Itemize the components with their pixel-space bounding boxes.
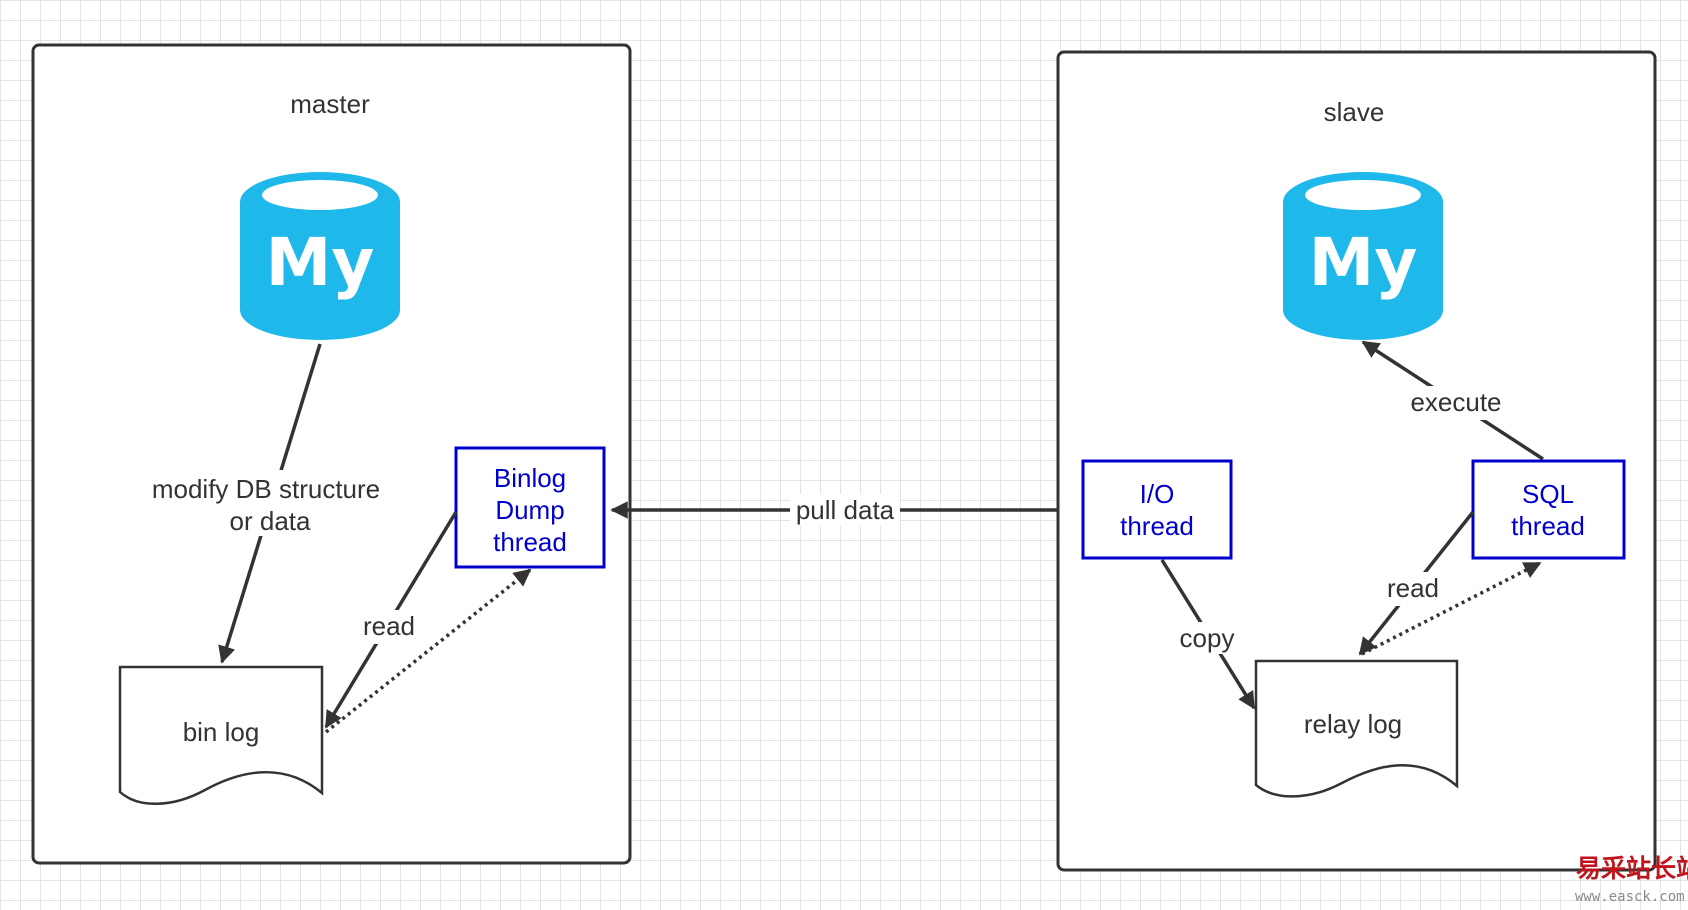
slave-title: slave (1324, 97, 1385, 127)
edge-pull-label-bg (790, 494, 900, 526)
binlog-document[interactable] (118, 665, 324, 805)
sql-thread-line1: SQL (1522, 479, 1574, 509)
watermark-title: 易采站长站 (1576, 854, 1688, 883)
edge-modify-label-bg (140, 470, 390, 536)
dump-thread-line1: Binlog (494, 463, 566, 493)
slave-mysql-db-icon[interactable]: My (1283, 172, 1443, 340)
dump-thread-line2: Dump (495, 495, 564, 525)
sql-thread-line2: thread (1511, 511, 1585, 541)
io-thread-line2: thread (1120, 511, 1194, 541)
dump-thread-line3: thread (493, 527, 567, 557)
sql-thread-box[interactable] (1471, 459, 1626, 560)
edge-slave-read-label-bg (1382, 572, 1444, 606)
edge-slave-read-label: read (1387, 573, 1439, 603)
edge-modify-label-line1: modify DB structure (152, 474, 380, 504)
master-mysql-db-icon[interactable]: My (240, 172, 400, 340)
edge-execute-label: execute (1410, 387, 1501, 417)
relaylog-label: relay log (1304, 709, 1402, 739)
edge-master-read-dotted (324, 568, 532, 734)
mysql-logo-text: My (266, 224, 375, 301)
binlog-label: bin log (183, 717, 260, 747)
edge-slave-read-dotted (1361, 561, 1542, 656)
mysql-logo-text: My (1309, 224, 1418, 301)
io-thread-box[interactable] (1081, 459, 1233, 560)
edge-copy-label-bg (1174, 622, 1240, 654)
binlog-dump-thread-box[interactable] (454, 446, 606, 569)
edge-master-read-label: read (363, 611, 415, 641)
edge-copy-label: copy (1180, 623, 1235, 653)
io-thread-line1: I/O (1140, 479, 1175, 509)
edge-pull-label: pull data (796, 495, 895, 525)
relaylog-document[interactable] (1254, 659, 1459, 798)
slave-panel[interactable] (1056, 50, 1657, 872)
edge-modify-label-line2: or data (230, 506, 311, 536)
edge-execute-label-bg (1400, 386, 1510, 420)
master-panel[interactable] (31, 43, 632, 865)
watermark-url: www.easck.com (1575, 889, 1685, 905)
master-title: master (290, 89, 370, 119)
edge-master-read-label-bg (360, 610, 420, 644)
